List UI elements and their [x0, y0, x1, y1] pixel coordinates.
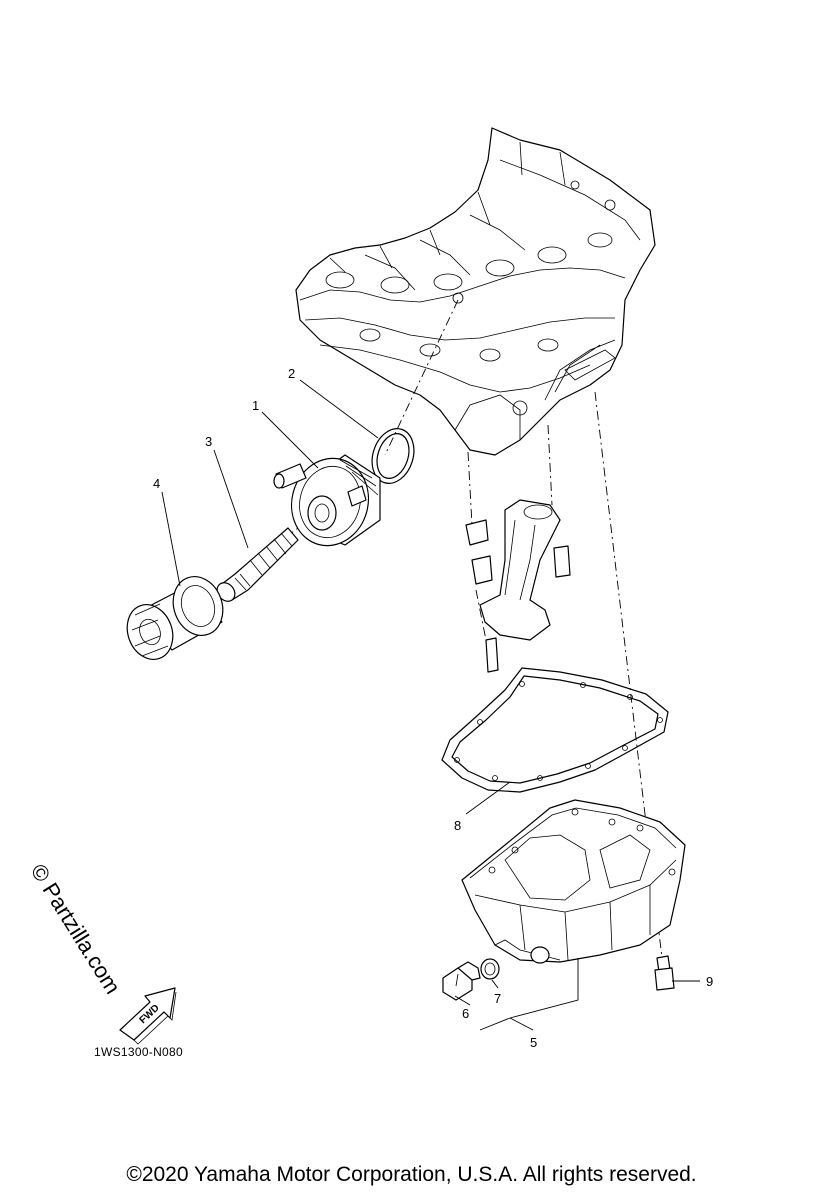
callout-1: 1	[252, 398, 259, 413]
callout-2: 2	[288, 366, 295, 381]
oil-filter-cartridge	[126, 576, 224, 660]
oil-pan	[461, 799, 686, 964]
oil-cooler	[273, 454, 381, 547]
leader-lines	[161, 379, 700, 1031]
partzilla-watermark: © Partzilla.com	[26, 859, 126, 998]
gasket-washer	[480, 958, 500, 980]
copyright-notice: ©2020 Yamaha Motor Corporation, U.S.A. A…	[126, 1163, 697, 1186]
drain-bolt	[442, 961, 481, 1001]
union-bolt	[216, 527, 299, 602]
oil-pan-gasket	[441, 667, 669, 793]
callout-7: 7	[494, 991, 501, 1006]
callout-8: 8	[454, 818, 461, 833]
callout-3: 3	[205, 434, 212, 449]
crankcase	[295, 127, 656, 456]
o-ring	[371, 428, 415, 484]
callout-5: 5	[530, 1035, 537, 1050]
callout-6: 6	[462, 1006, 469, 1021]
callout-9: 9	[706, 974, 713, 989]
callout-4: 4	[153, 476, 160, 491]
alignment-centerlines	[221, 299, 663, 959]
crankcase-bearing-bosses	[325, 180, 616, 416]
forward-direction-arrow: FWD	[119, 987, 177, 1045]
drawing-reference-code: 1WS1300-N080	[94, 1045, 183, 1059]
callout-numbers: 1 2 3 4 5 6 7 8 9	[153, 366, 713, 1050]
oil-pan-bolt	[654, 955, 675, 991]
oil-strainer	[465, 499, 571, 673]
